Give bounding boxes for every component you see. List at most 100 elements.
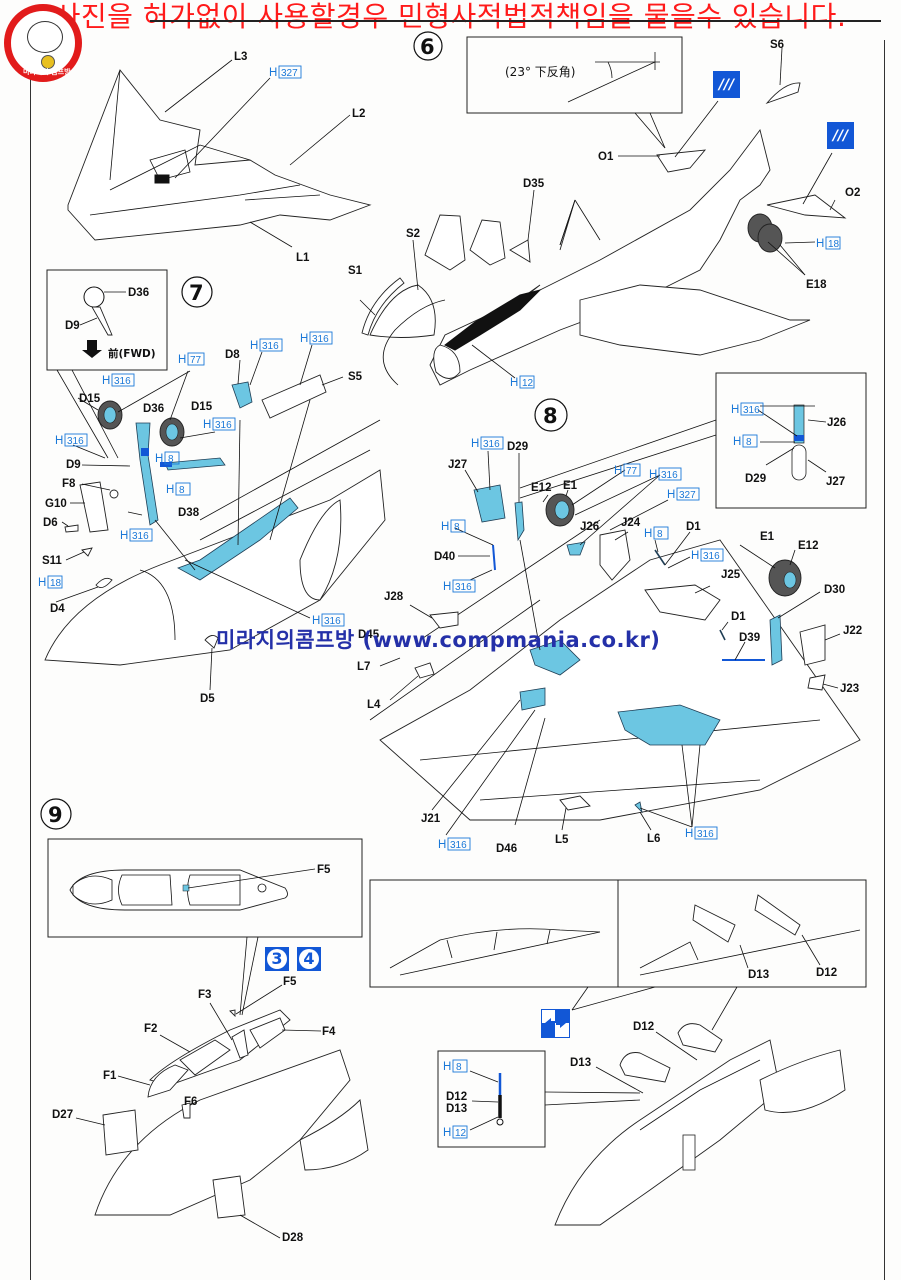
svg-text:8: 8 <box>168 454 174 465</box>
canopy-open-inset <box>617 879 867 988</box>
decal-stripe-icon: /// <box>827 122 854 149</box>
label-D4: D4 <box>50 603 65 615</box>
label-D36: D36 <box>143 403 164 415</box>
svg-text:H: H <box>38 577 46 589</box>
option-4-icon: 4 <box>297 947 321 971</box>
svg-text:H: H <box>155 453 163 465</box>
svg-text:316: 316 <box>455 582 472 593</box>
part-D6 <box>64 524 79 533</box>
label-D12-inset: D12 <box>816 967 837 979</box>
label-D30: D30 <box>824 584 845 596</box>
inset-label-D36: D36 <box>128 287 149 299</box>
label-E12-forward: E12 <box>531 482 551 494</box>
inset-label-D9: D9 <box>65 320 80 332</box>
label-D13: D13 <box>570 1057 591 1069</box>
svg-text:H: H <box>166 484 174 496</box>
label-F8: F8 <box>62 478 76 490</box>
svg-text:77: 77 <box>626 466 638 477</box>
part-D30 <box>769 614 783 666</box>
label-D27: D27 <box>52 1109 73 1121</box>
label-D1-upper: D1 <box>686 521 701 533</box>
step-number-9: 9 <box>48 803 63 827</box>
copyright-watermark: 사진을 허가없이 사용할경우 민형사적법적책임을 물을수 있습니다. <box>0 0 901 34</box>
paint-code-h12-b: H 12 <box>443 1125 468 1139</box>
choose-one-icon <box>541 1009 570 1038</box>
paint-code-h327: H 327 <box>269 65 302 79</box>
part-F1 <box>147 1064 189 1098</box>
part-O1 <box>656 149 707 173</box>
part-D35 <box>509 239 531 263</box>
inset-label-J26: J26 <box>827 417 846 429</box>
svg-text:H: H <box>102 375 110 387</box>
paint-code-h18: H 18 <box>816 236 841 250</box>
part-D1-lower <box>719 629 726 641</box>
label-L1: L1 <box>296 252 310 264</box>
svg-text:H: H <box>443 1127 451 1139</box>
part-F8 <box>109 489 119 499</box>
svg-text:12: 12 <box>522 378 534 389</box>
svg-text:316: 316 <box>312 334 329 345</box>
label-L6: L6 <box>647 833 660 845</box>
page-border-left <box>30 50 31 1280</box>
svg-text:H: H <box>443 1061 451 1073</box>
svg-text:8: 8 <box>179 485 185 496</box>
part-D27 <box>102 1109 139 1156</box>
label-D45: D45 <box>358 629 380 641</box>
part-D28 <box>212 1175 246 1219</box>
label-D39: D39 <box>739 632 760 644</box>
label-S2: S2 <box>406 228 420 240</box>
label-F5: F5 <box>283 976 297 988</box>
part-S2 <box>369 284 436 338</box>
option-3-icon: 3 <box>265 947 289 971</box>
label-J21: J21 <box>421 813 441 825</box>
part-F6 <box>181 1102 191 1119</box>
part-J24 <box>599 529 631 581</box>
label-F3: F3 <box>198 989 211 1001</box>
label-L3: L3 <box>234 51 247 63</box>
svg-text:12: 12 <box>455 1128 467 1139</box>
watermark-text: 사진을 허가없이 사용할경우 민형사적법적책임을 물을수 있습니다. <box>54 0 847 33</box>
part-L6 <box>634 801 643 814</box>
svg-text:316: 316 <box>450 840 467 851</box>
inset-label-D29: D29 <box>745 473 766 485</box>
label-E18: E18 <box>806 279 827 291</box>
svg-text:H: H <box>816 238 824 250</box>
logo-text: 미라지의 콤프방 <box>23 68 71 76</box>
svg-text:H: H <box>55 435 63 447</box>
label-E12-aft: E12 <box>798 540 818 552</box>
decal-stripe-icon: /// <box>713 71 740 98</box>
svg-text:H: H <box>510 377 518 389</box>
label-J24: J24 <box>621 517 641 529</box>
label-E1-forward: E1 <box>563 480 578 492</box>
ejection-seat-front <box>424 214 466 271</box>
label-G10: G10 <box>45 498 67 510</box>
part-J27 <box>473 484 506 523</box>
svg-text:H: H <box>300 333 308 345</box>
svg-text:H: H <box>178 354 186 366</box>
svg-text:H: H <box>685 828 693 840</box>
label-E1-aft: E1 <box>760 531 775 543</box>
label-D5: D5 <box>200 693 215 705</box>
label-D12: D12 <box>633 1021 654 1033</box>
label-D15-right: D15 <box>191 401 213 413</box>
svg-text:316: 316 <box>743 405 760 416</box>
svg-text:77: 77 <box>190 355 202 366</box>
label-F5-inset: F5 <box>317 864 331 876</box>
label-J25: J25 <box>721 569 741 581</box>
label-D46: D46 <box>496 843 517 855</box>
step-9: 9 F5 <box>40 798 867 1244</box>
step-number-7: 7 <box>189 281 204 305</box>
